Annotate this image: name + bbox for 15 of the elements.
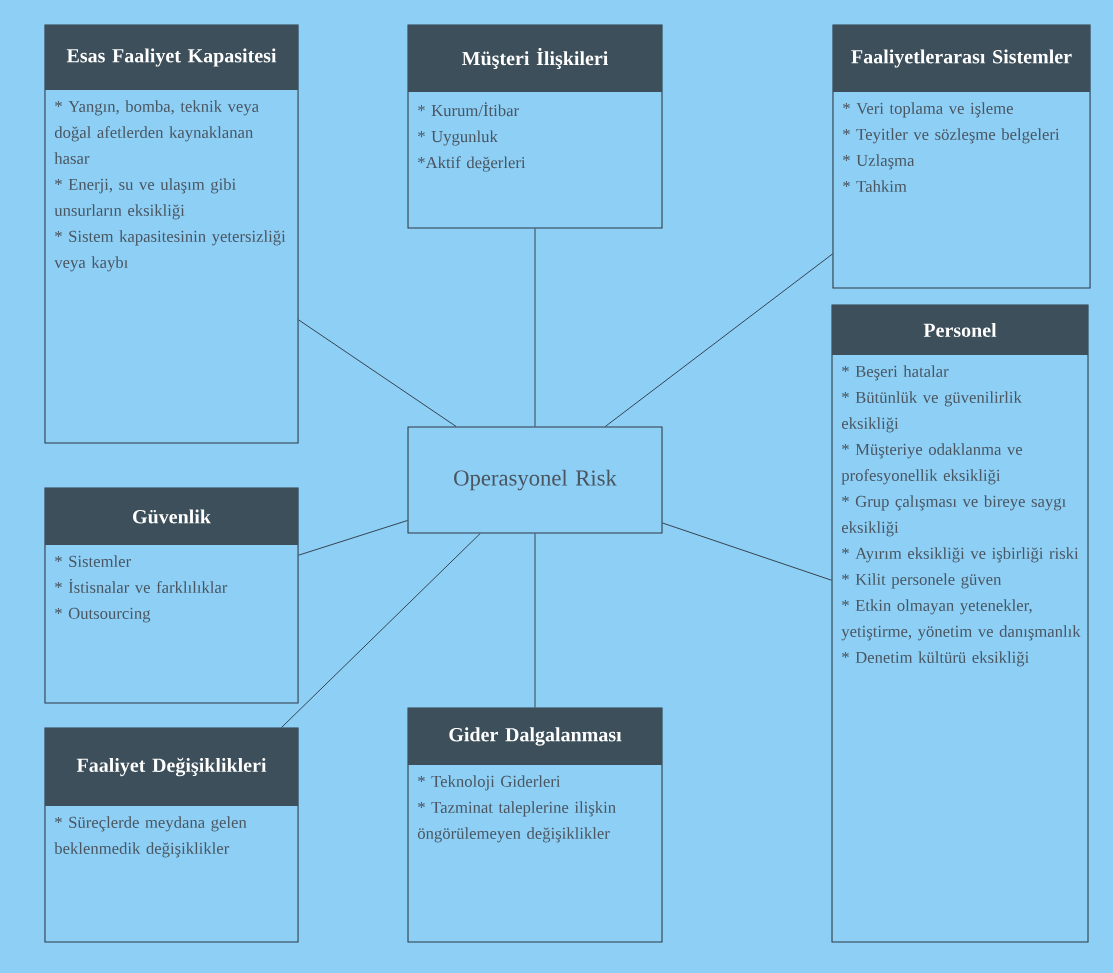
connector-line [662,522,832,581]
category-box: Faaliyetlerarası Sistemler * Veri toplama ve işleme * Teyitler ve sözleşme belgeleri * Uzlaşma * Tahkim [832,24,1091,289]
connector-line [298,319,457,427]
connector-line [281,533,481,728]
connector-line [534,533,536,708]
category-box: Personel * Beşeri hatalar * Bütünlük ve güvenilirlik eksikliği * Müşteriye odaklanma ve profesyonellik eksikliği * Grup çalışması ve bireye saygı eksikliği * Ayırım eksikliği ve işbirliği riski * Kilit personele güven * Etkin olmayan yetenekler, yetiştirme, yönetim ve danışmanlık * Denetim kültürü eksikliği [831,304,1089,943]
category-box: Müşteri İlişkileri * Kurum/İtibar * Uygunluk *Aktif değerleri [407,24,663,229]
connector-line [604,253,833,427]
connector-line [534,228,536,427]
connector-line [298,520,408,556]
center-box: Operasyonel Risk [407,426,663,534]
category-box: Güvenlik * Sistemler * İstisnalar ve farklılıklar * Outsourcing [44,487,299,704]
category-box: Gider Dalgalanması * Teknoloji Giderleri * Tazminat taleplerine ilişkin öngörülemeyen değişiklikler [407,707,663,943]
category-box: Faaliyet Değişiklikleri * Süreçlerde meydana gelen beklenmedik değişiklikler [44,727,299,943]
category-box: Esas Faaliyet Kapasitesi * Yangın, bomba, teknik veya doğal afetlerden kaynaklanan hasar * Enerji, su ve ulaşım gibi unsurların eksikliği * Sistem kapasitesinin yetersizliği veya kaybı [44,24,299,444]
